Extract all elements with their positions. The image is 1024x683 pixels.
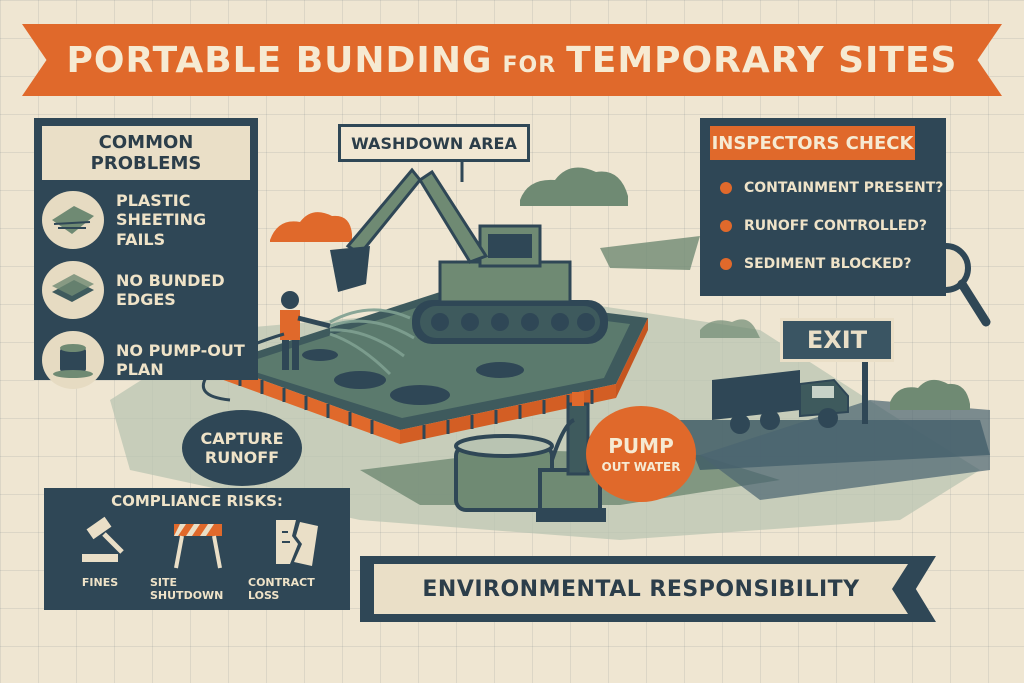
bullet-dot-icon (720, 220, 732, 232)
check-item-label: SEDIMENT BLOCKED? (744, 256, 912, 272)
title-part-3: TEMPORARY SITES (566, 39, 958, 81)
pump-line-1: PUMP (608, 434, 674, 458)
torn-sheet-icon (42, 191, 104, 249)
layered-sheet-icon (42, 261, 104, 319)
inspectors-check-panel: INSPECTORS CHECK CONTAINMENT PRESENT? RU… (700, 118, 946, 296)
capture-line-2: RUNOFF (204, 448, 280, 467)
bullet-dot-icon (720, 258, 732, 270)
title-part-1: PORTABLE BUNDING (66, 39, 493, 81)
environmental-responsibility-text: ENVIRONMENTAL RESPONSIBILITY (374, 564, 908, 614)
risk-item: FINES (52, 514, 148, 606)
portable-bund (218, 292, 648, 444)
bullet-dot-icon (720, 182, 732, 194)
risk-label: SITE SHUTDOWN (150, 576, 224, 602)
inspectors-check-heading: INSPECTORS CHECK (710, 126, 915, 160)
excavator (330, 167, 608, 344)
compliance-risks-heading: COMPLIANCE RISKS: (111, 492, 283, 510)
washdown-area-label: WASHDOWN AREA (338, 124, 530, 162)
check-item-label: RUNOFF CONTROLLED? (744, 218, 928, 234)
risk-label: CONTRACT LOSS (248, 576, 315, 602)
pump-line-2: OUT WATER (601, 460, 681, 474)
check-item: CONTAINMENT PRESENT? (720, 180, 943, 196)
overflow-drum-icon (42, 331, 104, 389)
title-banner: PORTABLE BUNDING FOR TEMPORARY SITES (22, 24, 1002, 96)
risk-item: CONTRACT LOSS (248, 514, 344, 606)
water-spray (329, 308, 415, 376)
check-item: RUNOFF CONTROLLED? (720, 218, 927, 234)
common-problems-heading: COMMON PROBLEMS (42, 126, 250, 180)
page-title: PORTABLE BUNDING FOR TEMPORARY SITES (67, 40, 958, 81)
check-item-label: CONTAINMENT PRESENT? (744, 180, 944, 196)
problem-2-line-1: NO BUNDED (116, 270, 225, 290)
problem-2-line-2: EDGES (116, 290, 176, 309)
gavel-icon (82, 516, 124, 562)
exit-sign: EXIT (780, 318, 894, 362)
cloud-decoration (270, 167, 970, 410)
risk-item: SITE SHUTDOWN (150, 514, 246, 606)
risk-label: FINES (81, 576, 119, 589)
dump-truck (712, 370, 849, 434)
barrier-icon (174, 524, 222, 569)
environmental-responsibility-banner: ENVIRONMENTAL RESPONSIBILITY (360, 556, 936, 622)
pump-equipment (454, 392, 606, 522)
problem-1-line-1: PLASTIC (116, 191, 191, 211)
torn-contract-icon (276, 520, 318, 566)
title-part-2: FOR (502, 52, 557, 78)
problem-1-line-2: SHEETING FAILS (116, 210, 207, 249)
problem-3-line-2: PLAN (116, 360, 164, 379)
problem-3-line-1: NO PUMP-OUT (116, 340, 245, 360)
capture-line-1: CAPTURE (200, 428, 284, 448)
check-item: SEDIMENT BLOCKED? (720, 256, 912, 272)
compliance-risks-panel: COMPLIANCE RISKS: FINES SITE SHUTDOWN CO… (44, 488, 350, 610)
pump-out-water-bubble: PUMP OUT WATER (586, 406, 696, 502)
